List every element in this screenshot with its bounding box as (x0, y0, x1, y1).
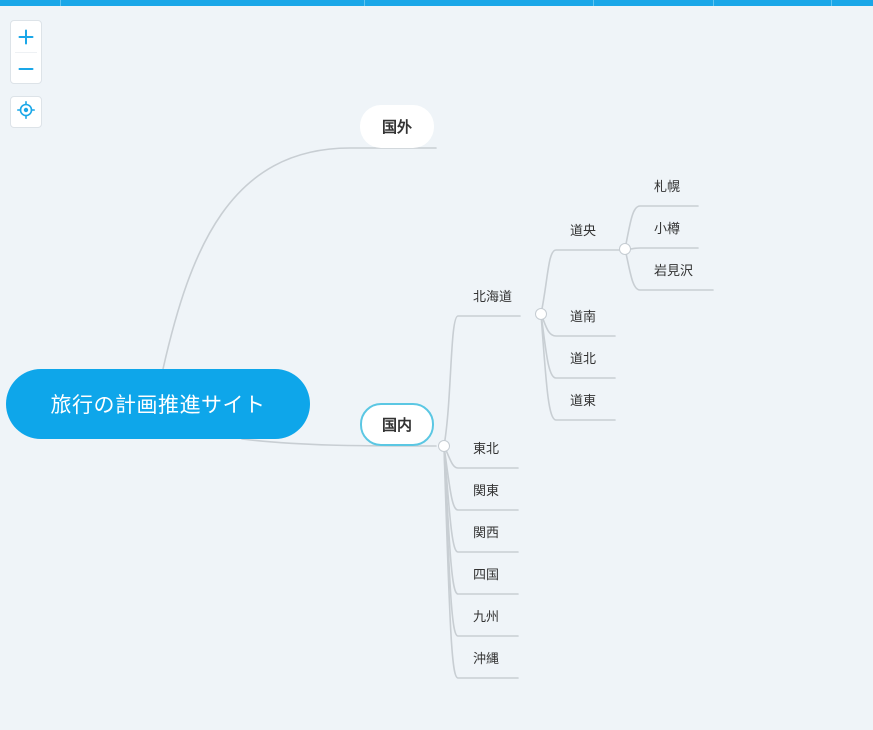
node-doutou[interactable]: 道東 (570, 394, 597, 409)
minus-icon (18, 61, 34, 77)
branch-node-label: 国内 (381, 416, 412, 434)
node-douhoku[interactable]: 道北 (570, 352, 597, 367)
branch-node-abroad[interactable]: 国外 (360, 105, 434, 148)
collapse-toggle-hokkaido[interactable] (535, 308, 547, 320)
node-shikoku[interactable]: 四国 (473, 568, 500, 583)
crosshair-icon (17, 101, 35, 123)
node-kanto[interactable]: 関東 (473, 484, 500, 499)
node-douou[interactable]: 道央 (570, 224, 597, 239)
branch-node-domestic[interactable]: 国内 (360, 403, 434, 446)
plus-icon (18, 29, 34, 45)
node-otaru[interactable]: 小樽 (654, 222, 681, 237)
zoom-out-button[interactable] (11, 53, 41, 84)
node-okinawa[interactable]: 沖縄 (473, 652, 500, 667)
zoom-controls (10, 20, 42, 84)
node-kyushu[interactable]: 九州 (473, 610, 500, 625)
node-tohoku[interactable]: 東北 (473, 442, 500, 457)
node-dounan[interactable]: 道南 (570, 310, 597, 325)
locate-button[interactable] (10, 96, 42, 128)
top-accent-bar (0, 0, 873, 6)
node-hokkaido[interactable]: 北海道 (473, 290, 513, 305)
zoom-divider (15, 52, 37, 53)
zoom-in-button[interactable] (11, 21, 41, 52)
node-iwamizawa[interactable]: 岩見沢 (654, 264, 694, 279)
collapse-toggle-douou[interactable] (619, 243, 631, 255)
collapse-toggle-domestic[interactable] (438, 440, 450, 452)
node-kansai[interactable]: 関西 (473, 526, 500, 541)
node-sapporo[interactable]: 札幌 (654, 180, 681, 195)
root-node-label: 旅行の計画推進サイト (50, 393, 266, 417)
root-node[interactable]: 旅行の計画推進サイト (6, 369, 310, 439)
branch-node-label: 国外 (381, 118, 412, 136)
